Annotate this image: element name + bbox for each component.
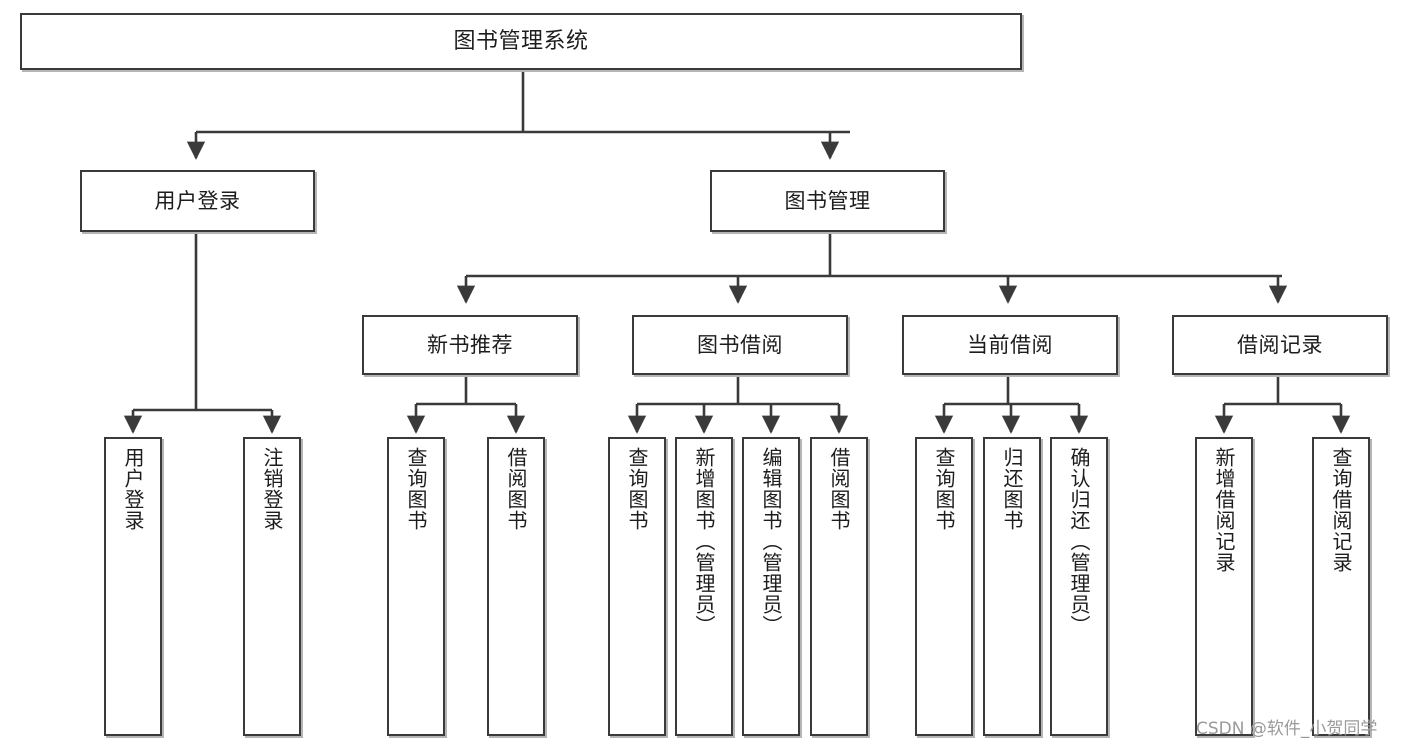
node-new-book-recommend[interactable]: 新书推荐 [362, 315, 578, 375]
leaf-return-book[interactable]: 归还图书 [983, 437, 1041, 736]
node-label: 图书管理系统 [453, 28, 589, 54]
node-label: 查询借阅记录 [1329, 447, 1353, 573]
node-label: 图书借阅 [697, 332, 783, 357]
node-label: 用户登录 [154, 188, 241, 213]
leaf-borrow-book-recommend[interactable]: 借阅图书 [487, 437, 545, 736]
leaf-query-borrow-record[interactable]: 查询借阅记录 [1312, 437, 1370, 736]
leaf-add-book-admin[interactable]: 新增图书（管理员） [675, 437, 733, 736]
node-borrow-record[interactable]: 借阅记录 [1172, 315, 1388, 375]
node-label: 图书管理 [784, 188, 871, 213]
node-label: 编辑图书（管理员） [759, 447, 783, 636]
node-label: 查询图书 [625, 447, 649, 531]
node-label: 注销登录 [260, 447, 284, 531]
leaf-query-book-recommend[interactable]: 查询图书 [387, 437, 445, 736]
node-label: 当前借阅 [967, 332, 1053, 357]
node-label: 查询图书 [404, 447, 428, 531]
leaf-borrow-book[interactable]: 借阅图书 [810, 437, 868, 736]
node-user-login[interactable]: 用户登录 [80, 170, 315, 232]
leaf-query-book-current[interactable]: 查询图书 [915, 437, 973, 736]
watermark-text: CSDN @软件_小贺同学 [1196, 719, 1378, 739]
node-label: 新增借阅记录 [1212, 447, 1236, 573]
node-label: 借阅图书 [504, 447, 528, 531]
leaf-add-borrow-record[interactable]: 新增借阅记录 [1195, 437, 1253, 736]
node-label: 新书推荐 [427, 332, 513, 357]
node-current-borrow[interactable]: 当前借阅 [902, 315, 1118, 375]
node-label: 确认归还（管理员） [1067, 447, 1091, 636]
leaf-query-book-borrow[interactable]: 查询图书 [608, 437, 666, 736]
node-label: 查询图书 [932, 447, 956, 531]
node-label: 借阅图书 [827, 447, 851, 531]
node-book-borrow[interactable]: 图书借阅 [632, 315, 848, 375]
node-book-management[interactable]: 图书管理 [710, 170, 945, 232]
node-label: 新增图书（管理员） [692, 447, 716, 636]
leaf-confirm-return-admin[interactable]: 确认归还（管理员） [1050, 437, 1108, 736]
leaf-logout[interactable]: 注销登录 [243, 437, 301, 736]
leaf-edit-book-admin[interactable]: 编辑图书（管理员） [742, 437, 800, 736]
node-root-system[interactable]: 图书管理系统 [20, 13, 1022, 70]
node-label: 用户登录 [121, 447, 145, 531]
leaf-user-login[interactable]: 用户登录 [104, 437, 162, 736]
node-label: 归还图书 [1000, 447, 1024, 531]
node-label: 借阅记录 [1237, 332, 1323, 357]
